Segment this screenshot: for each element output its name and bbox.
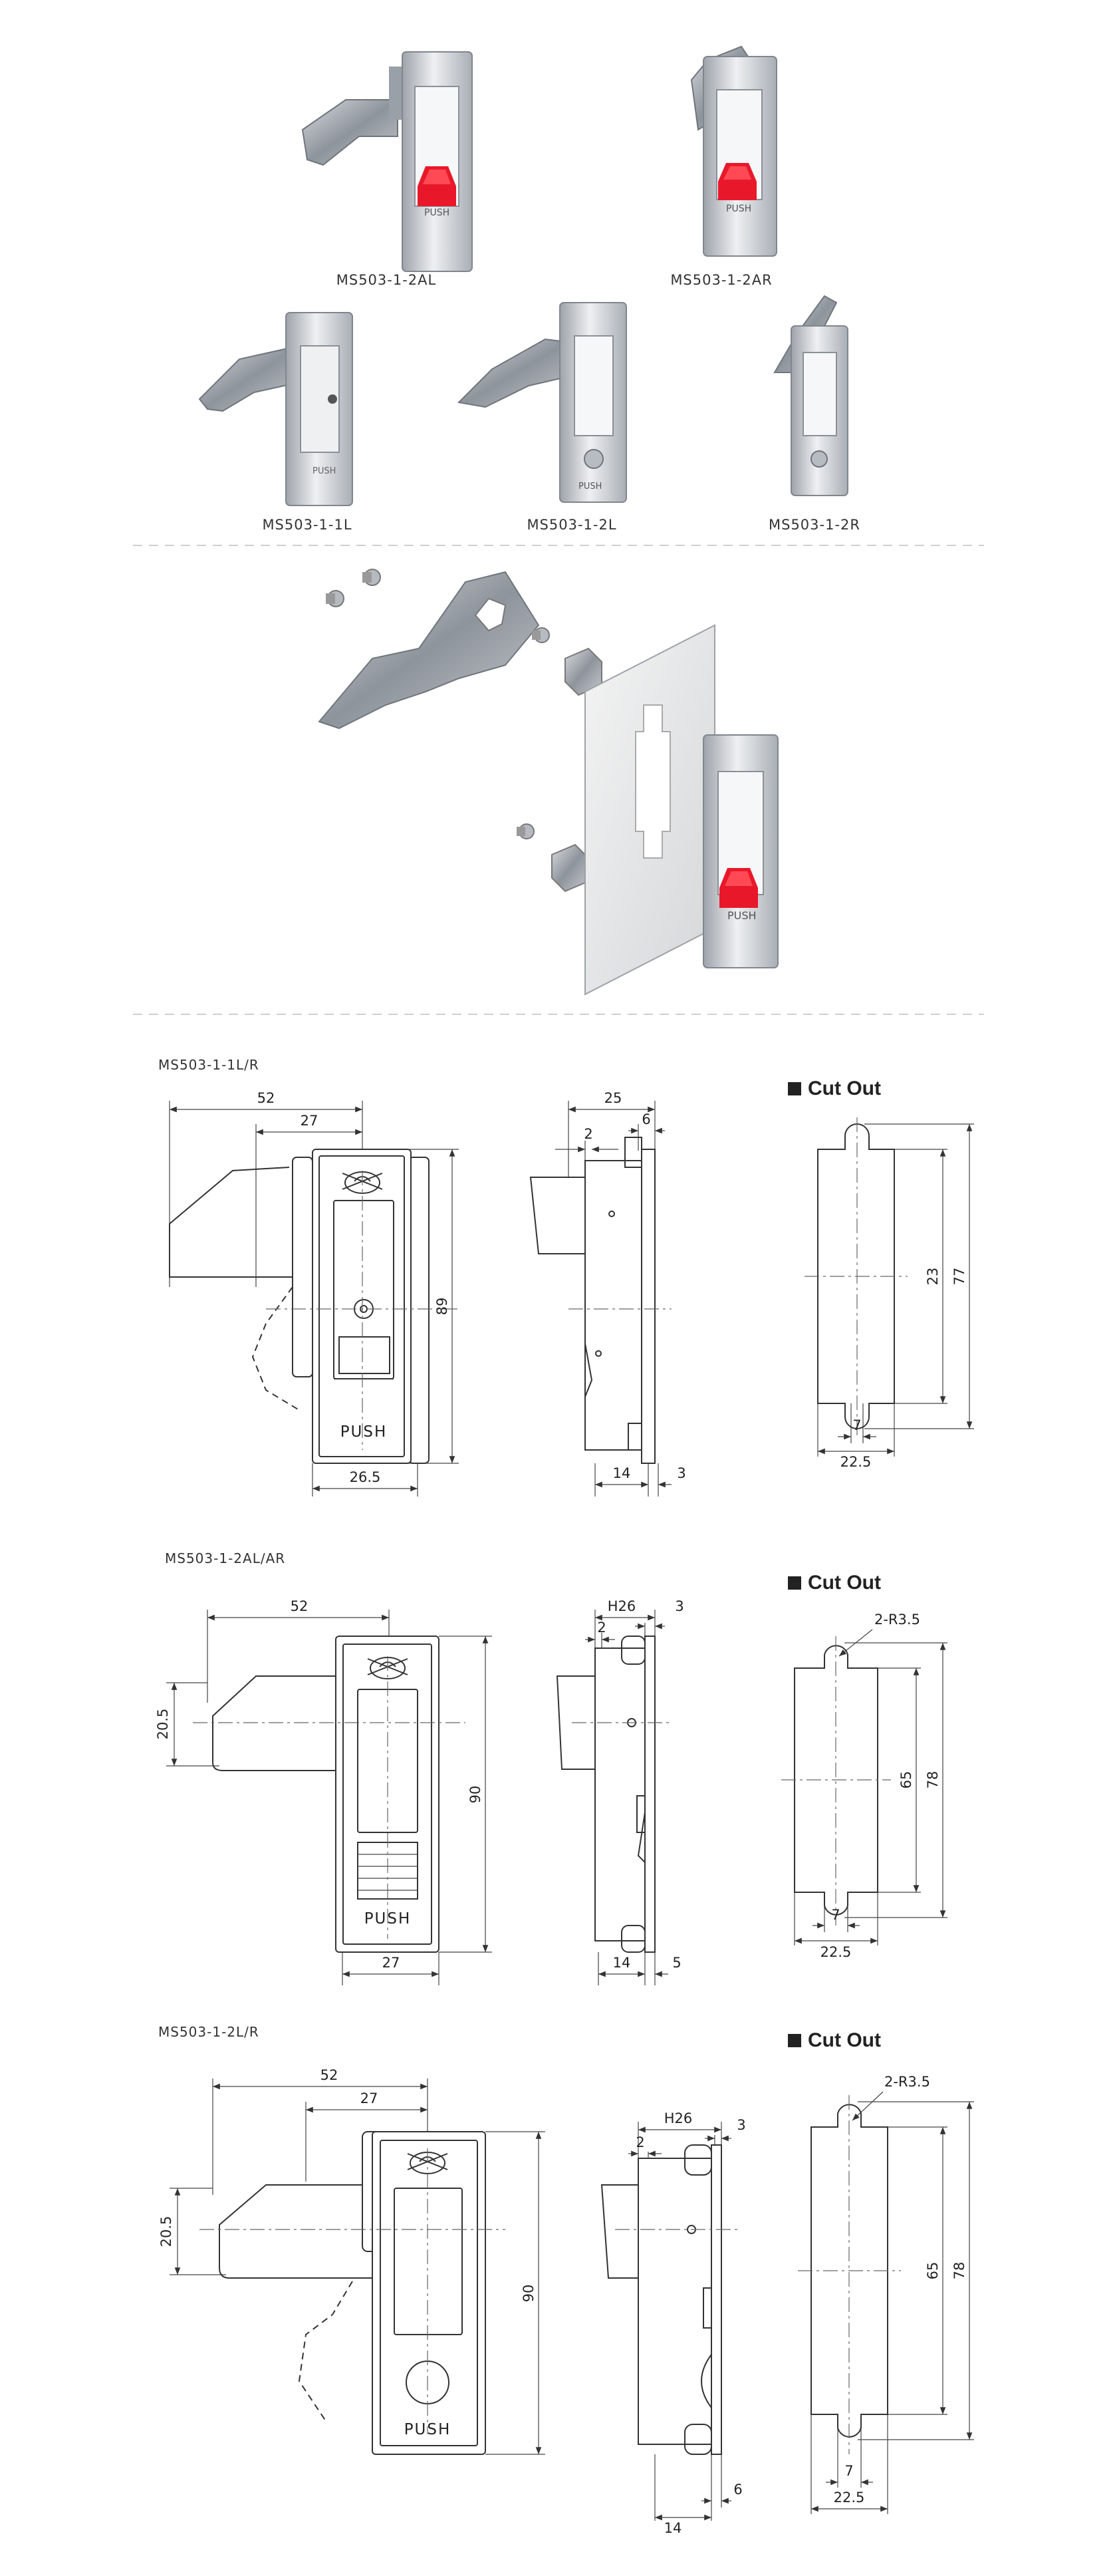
push-label: PUSH — [364, 1910, 412, 1928]
dimension-label: 7 — [852, 1417, 861, 1433]
dimension-label: 52 — [257, 1090, 275, 1106]
dimension-label: 14 — [664, 2520, 682, 2536]
product-caption: MS503-1-2AL — [336, 272, 436, 288]
dimension-label: 78 — [925, 1771, 941, 1789]
dimension-label: 5 — [672, 1955, 681, 1971]
exploded-view: PUSH — [318, 569, 779, 996]
dimension-label: 22.5 — [840, 1454, 872, 1470]
screw-icon — [532, 627, 550, 643]
dimension-label: 27 — [382, 1955, 400, 1971]
dimension-label: 3 — [677, 1465, 685, 1481]
dimension-label: 3 — [675, 1598, 684, 1614]
svg-text:PUSH: PUSH — [424, 208, 449, 218]
radius-label: 2-R3.5 — [884, 2074, 930, 2090]
product-caption: MS503-1-2R — [769, 517, 860, 533]
dimension-label: 90 — [467, 1786, 483, 1804]
side-view-drawing: H26 3 2 14 5 — [556, 1598, 684, 1985]
product-photo-ms503-1-2l: PUSH — [457, 302, 627, 503]
product-photo-ms503-1-2ar: PUSH — [690, 45, 777, 257]
dimension-label: 89 — [434, 1298, 450, 1316]
side-view-drawing: H26 2 3 6 14 — [600, 2110, 746, 2536]
drawing-model-label: MS503-1-1L/R — [158, 1057, 259, 1073]
front-view-drawing: PUSH 52 20.5 90 27 — [155, 1598, 492, 1985]
push-label: PUSH — [340, 1423, 388, 1441]
screw-icon — [326, 590, 344, 607]
front-view-drawing: PUSH 52 27 20.5 90 — [158, 2067, 545, 2455]
section-marker-icon — [788, 1576, 801, 1590]
dimension-label: 27 — [360, 2090, 378, 2106]
cut-out-heading: Cut Out — [808, 1077, 881, 1099]
cut-out-drawing: Cut Out 2-R3.5 65 78 7 22.5 — [788, 2029, 974, 2514]
screw-icon — [517, 823, 535, 839]
svg-text:PUSH: PUSH — [578, 482, 602, 492]
product-caption: MS503-1-1L — [262, 517, 352, 533]
side-view-drawing: 25 2 6 14 3 — [529, 1090, 686, 1497]
drawing-model-label: MS503-1-2L/R — [158, 2024, 259, 2040]
svg-text:PUSH: PUSH — [312, 466, 336, 476]
dimension-label: 27 — [301, 1113, 318, 1129]
dimension-label: 26.5 — [350, 1469, 381, 1485]
cut-out-heading: Cut Out — [808, 2029, 881, 2051]
front-view-drawing: PUSH 52 27 89 26.5 — [169, 1090, 459, 1497]
cut-out-drawing: Cut Out 2-R3.5 65 78 7 22.5 — [781, 1572, 947, 1960]
bracket-icon — [551, 843, 589, 893]
push-label: PUSH — [404, 2421, 451, 2438]
dimension-label: 2 — [584, 1126, 592, 1142]
dimension-label: 2 — [636, 2134, 644, 2150]
dimension-label: 6 — [733, 2482, 742, 2498]
product-photo-ms503-1-2r — [773, 295, 848, 496]
dimension-label: 65 — [898, 1771, 914, 1789]
dimension-label: 52 — [320, 2067, 338, 2083]
cut-out-heading: Cut Out — [808, 1572, 881, 1594]
drawing-model-label: MS503-1-2AL/AR — [165, 1550, 285, 1566]
dimension-label: 65 — [925, 2262, 941, 2280]
dimension-label: 14 — [613, 1955, 631, 1971]
dimension-label: 25 — [604, 1090, 622, 1106]
svg-text:PUSH: PUSH — [726, 204, 751, 214]
dimension-label: 78 — [951, 2262, 967, 2280]
dimension-label: 6 — [642, 1111, 650, 1127]
dimension-label: 22.5 — [820, 1944, 852, 1960]
section-marker-icon — [788, 2034, 801, 2047]
section-marker-icon — [788, 1082, 801, 1095]
dimension-label: 7 — [844, 2463, 853, 2479]
screw-icon — [362, 569, 381, 586]
dimension-label: 20.5 — [158, 2216, 174, 2247]
cut-out-drawing: Cut Out 23 77 7 22.5 — [788, 1077, 974, 1470]
dimension-label: 14 — [613, 1465, 631, 1481]
product-photo-ms503-1-2al: PUSH — [301, 51, 473, 272]
dimension-label: H26 — [664, 2110, 693, 2126]
product-photo-ms503-1-1l: PUSH — [198, 312, 353, 506]
radius-label: 2-R3.5 — [874, 1612, 920, 1628]
dimension-label: 20.5 — [155, 1709, 171, 1740]
dimension-label: 7 — [831, 1907, 840, 1923]
product-caption: MS503-1-2L — [527, 517, 616, 533]
product-caption: MS503-1-2AR — [670, 272, 772, 288]
dimension-label: 23 — [925, 1268, 941, 1286]
svg-text:PUSH: PUSH — [727, 909, 757, 922]
dimension-label: 52 — [291, 1598, 309, 1614]
dimension-label: 77 — [951, 1268, 967, 1286]
dimension-label: 3 — [737, 2117, 745, 2133]
dimension-label: 22.5 — [834, 2490, 865, 2505]
dimension-label: 90 — [521, 2285, 537, 2303]
dimension-label: H26 — [608, 1598, 636, 1614]
dimension-label: 2 — [597, 1620, 606, 1636]
